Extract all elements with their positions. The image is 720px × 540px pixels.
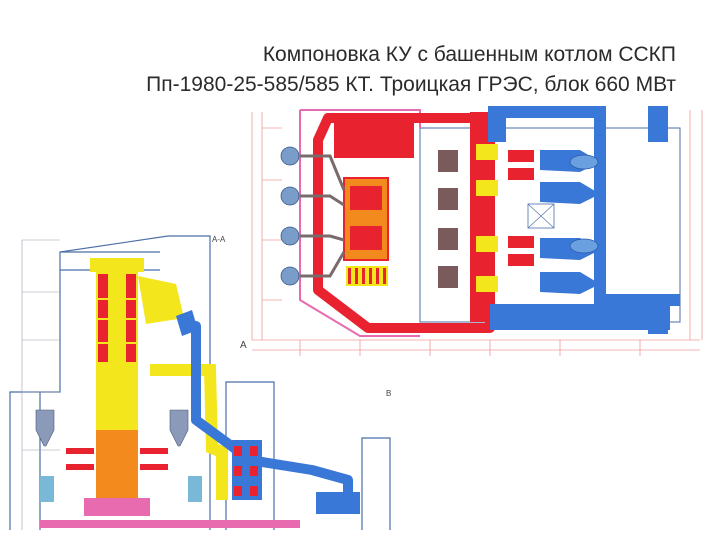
burner-icon — [280, 146, 300, 286]
plan-label: А — [240, 340, 247, 351]
section-air-heater-red — [234, 446, 258, 496]
section-fan-housing — [316, 492, 360, 514]
plan-boiler-base — [346, 266, 388, 286]
plan-fan-bottom — [648, 298, 668, 334]
plan-dimension-lines — [251, 110, 703, 356]
plan-pulverized-coal-lines — [300, 154, 346, 278]
section-air-inlet — [176, 310, 198, 336]
mill-icon — [40, 476, 202, 502]
section-furnace-zone — [96, 430, 138, 500]
section-ash-hopper — [84, 498, 150, 516]
plan-view: А — [240, 106, 703, 356]
section-heating-surfaces — [98, 274, 136, 362]
title-line-1: Компоновка КУ с башенным котлом ССКП — [262, 43, 676, 66]
marker-label: В — [386, 389, 391, 398]
section-ground-line — [40, 520, 300, 528]
plan-air-duct-main — [498, 106, 680, 306]
plan-air-branches — [540, 150, 600, 294]
section-yellow-duct — [150, 364, 228, 500]
plan-gray-hatch-block — [527, 203, 555, 229]
plan-boiler-tubes — [348, 268, 386, 284]
plan-furnace-lower — [350, 226, 382, 250]
section-dimension-lines — [21, 239, 60, 530]
plan-air-heaters — [476, 144, 498, 292]
plan-fan-left-top — [488, 106, 506, 142]
section-label: А-А — [212, 235, 226, 244]
slide-title: Компоновка КУ с башенным котлом ССКП Пп-… — [56, 40, 676, 100]
section-boiler-top — [90, 258, 144, 272]
plan-fan-top — [648, 106, 668, 142]
title-line-2: Пп-1980-25-585/585 КТ. Троицкая ГРЭС, бл… — [146, 73, 676, 96]
plan-building-outline — [419, 127, 681, 323]
cyclone-icon — [35, 409, 189, 447]
section-burners — [66, 448, 168, 470]
section-view: А-А В — [9, 235, 391, 530]
plan-furnace-upper — [350, 186, 382, 210]
plan-equipment-blocks — [438, 150, 458, 288]
plan-air-duct-bottom — [490, 304, 670, 330]
fan-icon — [569, 154, 599, 254]
plan-gas-header — [334, 122, 414, 158]
section-gas-outlet — [138, 276, 184, 324]
plan-red-modules — [508, 150, 534, 266]
plan-burner-group — [280, 146, 346, 286]
